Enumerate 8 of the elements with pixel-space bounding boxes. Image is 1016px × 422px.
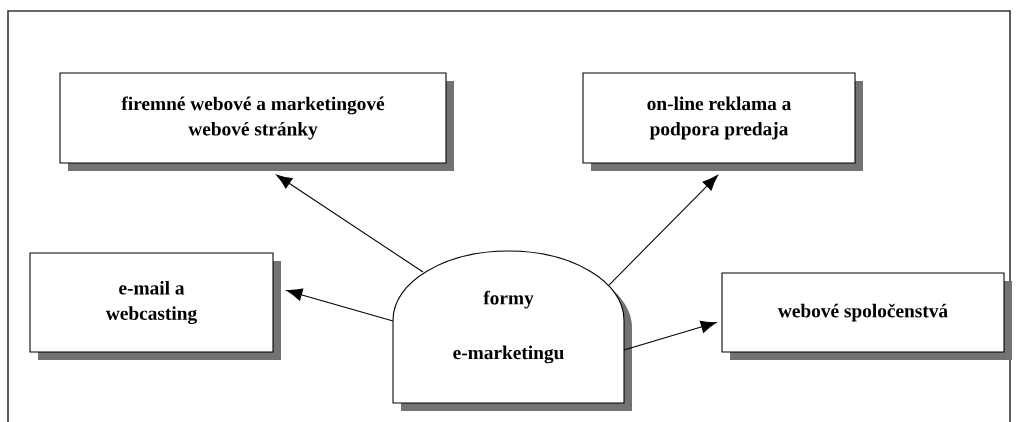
arrow — [276, 174, 424, 273]
text-box: e-mail a webcasting — [29, 252, 281, 360]
text-box: on-line reklama a podpora predaja — [582, 72, 863, 171]
arrow — [608, 175, 719, 286]
arrow — [286, 288, 394, 322]
text-box: webové spoločenstvá — [721, 272, 1012, 360]
text-box: firemné webové a marketingové webové stránky — [59, 72, 454, 171]
arrow — [623, 320, 717, 351]
